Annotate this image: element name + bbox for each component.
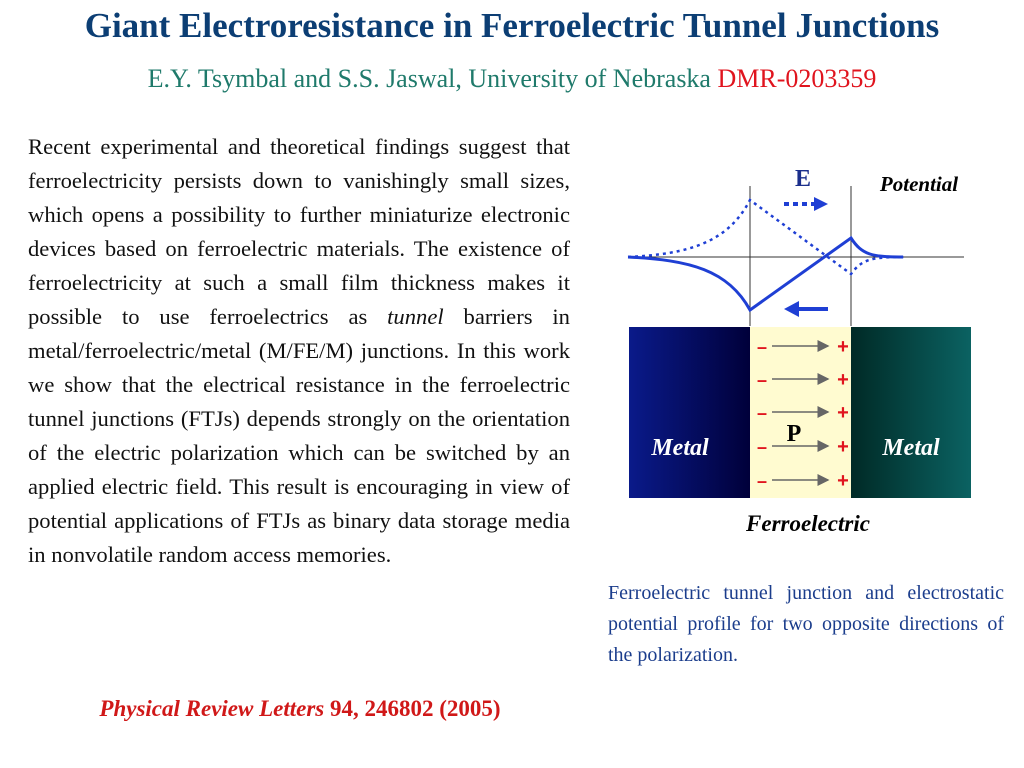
authors-text: E.Y. Tsymbal and S.S. Jaswal, University…: [147, 64, 711, 93]
positive-charge: +: [837, 402, 849, 424]
positive-charge: +: [837, 436, 849, 458]
citation: Physical Review Letters 94, 246802 (2005…: [0, 696, 600, 722]
citation-reference: 94, 246802 (2005): [330, 696, 501, 721]
slide-title: Giant Electroresistance in Ferroelectric…: [84, 6, 940, 45]
potential-curve-solid: [627, 235, 904, 313]
positive-charge: +: [837, 369, 849, 391]
grant-number: DMR-0203359: [717, 64, 877, 93]
metal-left-label: Metal: [650, 435, 709, 461]
negative-charge: –: [757, 437, 767, 457]
metal-right-block: [851, 327, 971, 498]
metal-left-block: [629, 327, 750, 498]
field-label: E: [795, 166, 811, 192]
polarization-label: P: [787, 421, 802, 447]
abstract-part-1: Recent experimental and theoretical find…: [28, 134, 570, 329]
junction-figure: E Potential Metal Metal – + – + – + – +: [600, 160, 1024, 550]
abstract-paragraph: Recent experimental and theoretical find…: [28, 130, 570, 572]
positive-charge: +: [837, 336, 849, 358]
figure-caption: Ferroelectric tunnel junction and electr…: [608, 582, 1004, 666]
negative-charge: –: [757, 471, 767, 491]
polarization-row-3: – +: [757, 402, 849, 424]
polarization-row-1: – +: [757, 336, 849, 358]
abstract-emphasis: tunnel: [387, 304, 444, 329]
potential-curve-dotted: [627, 198, 906, 276]
slide-subtitle: E.Y. Tsymbal and S.S. Jaswal, University…: [0, 64, 1024, 94]
potential-label: Potential: [879, 172, 958, 196]
negative-charge: –: [757, 370, 767, 390]
field-arrow-solid-head: [784, 301, 799, 317]
abstract-part-2: barriers in metal/ferroelectric/metal (M…: [28, 304, 570, 567]
polarization-row-4: – +: [757, 436, 849, 458]
polarization-row-2: – +: [757, 369, 849, 391]
citation-journal: Physical Review Letters: [99, 696, 325, 721]
metal-right-label: Metal: [881, 435, 940, 461]
ferroelectric-label: Ferroelectric: [745, 511, 870, 536]
junction-diagram: E Potential Metal Metal – + – + – + – +: [627, 166, 971, 536]
polarization-row-5: – +: [757, 470, 849, 492]
positive-charge: +: [837, 470, 849, 492]
negative-charge: –: [757, 403, 767, 423]
negative-charge: –: [757, 337, 767, 357]
field-arrow-dotted-head: [814, 197, 828, 211]
